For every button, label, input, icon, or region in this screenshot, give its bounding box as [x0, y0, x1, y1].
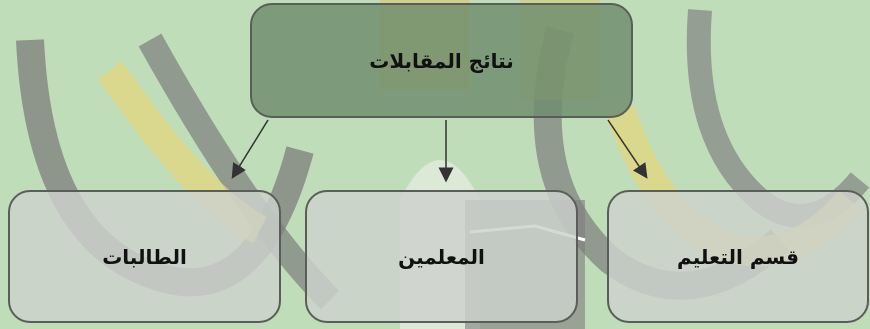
- root-node-interview-results: نتائج المقابلات: [250, 3, 633, 118]
- child-node-teachers: المعلمين: [305, 190, 578, 323]
- child-node-education-dept: قسم التعليم: [607, 190, 869, 323]
- child-node-label: قسم التعليم: [677, 244, 799, 269]
- root-node-label: نتائج المقابلات: [369, 48, 514, 73]
- child-node-students: الطالبات: [8, 190, 281, 323]
- child-node-label: المعلمين: [398, 244, 485, 269]
- child-node-label: الطالبات: [102, 244, 187, 269]
